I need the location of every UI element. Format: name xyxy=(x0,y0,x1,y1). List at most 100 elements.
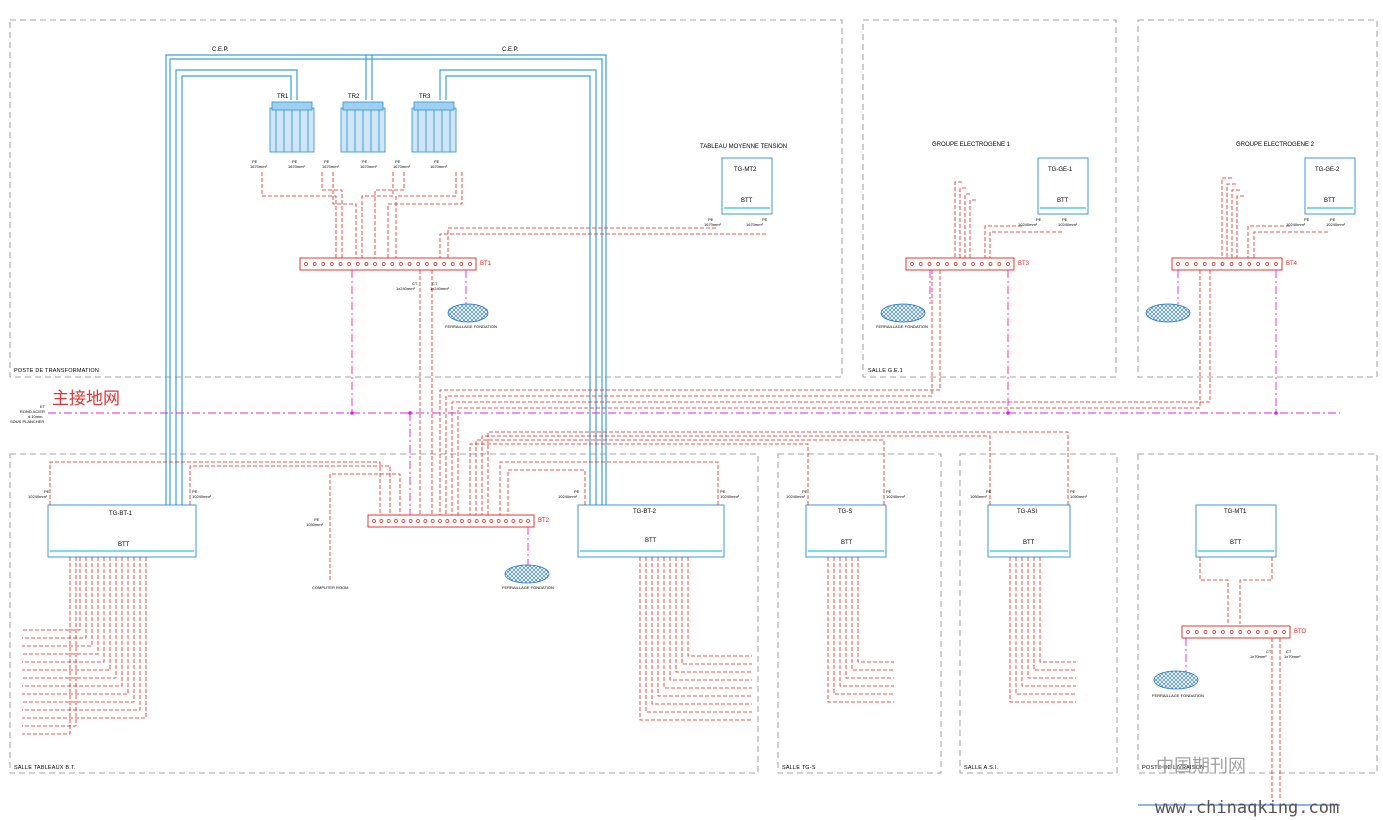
busbar-bto xyxy=(1181,625,1291,639)
pe-asi-b: PE xyxy=(1070,489,1076,494)
busbar-stud xyxy=(373,262,377,266)
busbar-stud xyxy=(1203,630,1208,634)
busbar-stud xyxy=(304,262,308,266)
size-tr2-a: 1670mm² xyxy=(322,164,339,169)
fondation-bt3: FERRAILLAGE FONDATION xyxy=(876,324,928,329)
busbar-stud xyxy=(386,519,391,523)
panel-tg-ge1-box xyxy=(1037,157,1089,215)
main-ground-grid xyxy=(48,270,1340,672)
busbar-stud xyxy=(394,519,398,523)
panel-tg-bt2-label: TG-BT-2 xyxy=(633,509,657,515)
panel-tg-s-btt: BTT xyxy=(841,540,853,546)
busbar-stud xyxy=(1186,630,1190,634)
room-label-ge1: SALLE G.E.1 xyxy=(868,368,903,374)
panel-tg-ge2-label: TG-GE-2 xyxy=(1315,167,1340,173)
busbar-bto-label: BTO xyxy=(1294,629,1307,635)
busbars xyxy=(299,257,1291,639)
cep-trunking xyxy=(165,54,607,505)
size-ge1-a: 10240mm² xyxy=(1018,222,1038,227)
pe-tr2-a: PE xyxy=(324,159,330,164)
room-poste xyxy=(9,19,843,378)
pe-tr3-b: PE xyxy=(434,159,440,164)
pe-mt2-a: PE xyxy=(708,217,714,222)
busbar-stud xyxy=(1238,630,1243,634)
busbar-stud xyxy=(1212,630,1217,634)
busbar-bt4-label: BT4 xyxy=(1286,261,1298,267)
busbar-stud xyxy=(399,262,403,266)
busbar-stud xyxy=(407,262,412,266)
busbar-stud xyxy=(467,519,472,523)
busbar-stud xyxy=(1202,262,1207,266)
pe-bt2-b: PE xyxy=(720,489,726,494)
busbar-stud xyxy=(979,262,984,266)
busbar-stud xyxy=(910,262,914,266)
busbar-stud xyxy=(936,262,941,266)
busbar-stud xyxy=(330,262,334,266)
room-label-bt: SALLE TABLEAUX B.T. xyxy=(14,765,76,771)
size-ct-bt1-b: 1x240mm² xyxy=(430,286,449,291)
busbar-stud xyxy=(381,262,386,266)
size-ct-bt1-a: 1x240mm² xyxy=(396,286,415,291)
ct-bt1-b: CT xyxy=(432,281,438,286)
room-ge1 xyxy=(862,19,1117,378)
ground-nodes xyxy=(350,411,1278,415)
busbar-stud xyxy=(971,262,975,266)
busbar-stud xyxy=(1238,262,1243,266)
panel-tg-ge1-label: TG-GE-1 xyxy=(1048,167,1073,173)
panel-tg-ge1-btt: BTT xyxy=(1057,198,1069,204)
busbar-stud xyxy=(424,262,429,266)
busbar-stud xyxy=(364,262,369,266)
busbar-stud xyxy=(1194,630,1199,634)
watermark-cn: 中国期刊网 xyxy=(1156,756,1246,777)
busbar-stud xyxy=(445,519,450,523)
busbar-stud xyxy=(927,262,932,266)
size-bt2-a: 10240mm² xyxy=(558,494,578,499)
ct-bto-a: CT xyxy=(1266,649,1272,654)
size-tr2-b: 1670mm² xyxy=(360,164,377,169)
panel-tg-bt1-btt: BTT xyxy=(118,542,130,548)
panel-tg-ge2-btt: BTT xyxy=(1324,198,1336,204)
feeders xyxy=(22,557,1076,735)
ground-note-3: d.10mm xyxy=(28,414,43,419)
busbar-stud xyxy=(988,262,993,266)
mesh-bt3 xyxy=(880,303,926,323)
pe-tgs-b: PE xyxy=(886,489,892,494)
room-label-tgs: SALLE TG-S xyxy=(782,765,816,771)
busbar-stud xyxy=(401,519,406,523)
busbar-bt2-label: BT2 xyxy=(538,518,550,524)
busbar-studs xyxy=(304,262,1286,634)
size-ct-bto-b: 1x70mm² xyxy=(1284,654,1301,659)
pe-ge2-b: PE xyxy=(1330,217,1336,222)
panel-tg-asi-btt: BTT xyxy=(1023,540,1035,546)
pe-asi-a: PE xyxy=(986,489,992,494)
pe-bt1-b: PE xyxy=(192,489,198,494)
panel-tg-s-box xyxy=(805,504,887,558)
busbar-stud xyxy=(416,519,420,523)
panel-tg-mt1-label: TG-MT1 xyxy=(1224,509,1247,515)
busbar-stud xyxy=(526,519,530,523)
room-label-poste: POSTE DE TRANSFORMATION xyxy=(14,368,100,374)
panel-tg-mt2-box xyxy=(721,157,773,215)
pe-tr3-a: PE xyxy=(395,159,401,164)
busbar-stud xyxy=(416,262,421,266)
size-bt1-a: 10240mm² xyxy=(28,494,48,499)
room-bt xyxy=(9,453,759,774)
ground-note-4: SOUS PLANCHER xyxy=(10,419,45,424)
room-ge2 xyxy=(1137,19,1378,378)
busbar-stud xyxy=(1185,262,1189,266)
busbar-stud xyxy=(1229,630,1234,634)
room-label-asi: SALLE A.S.I. xyxy=(964,765,999,771)
panel-tg-s-label: TG-S xyxy=(838,509,853,515)
busbar-stud xyxy=(962,262,967,266)
pe-bt2-a: PE xyxy=(574,489,580,494)
busbar-stud xyxy=(1256,262,1261,266)
size-tgs-a: 10240mm² xyxy=(786,494,806,499)
busbar-stud xyxy=(468,262,472,266)
panel-tg-ge2-box xyxy=(1304,157,1356,215)
panel-tg-bt1-label: TG-BT-1 xyxy=(109,511,133,517)
fondation-bt1: FERRAILLAGE FONDATION xyxy=(445,324,497,329)
size-tr3-a: 1670mm² xyxy=(393,164,410,169)
busbar-stud xyxy=(1247,630,1251,634)
room-tgs xyxy=(777,453,942,774)
